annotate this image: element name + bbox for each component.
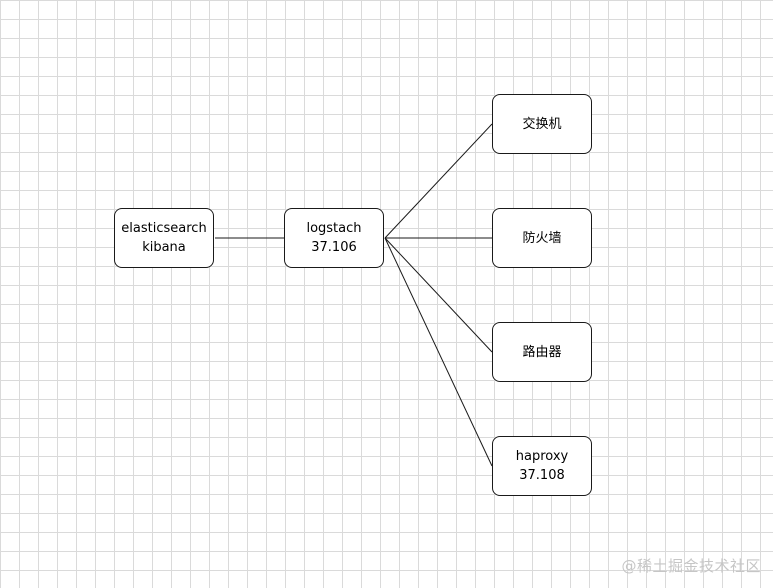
node-router[interactable]: 路由器 [492,322,592,382]
node-label: 防火墙 [522,230,562,246]
node-logstach[interactable]: logstach 37.106 [284,208,384,268]
node-label-line2: 37.108 [519,468,565,483]
edge-logstach-switch [384,123,493,239]
node-label: 交换机 [522,116,562,132]
node-switch[interactable]: 交换机 [492,94,592,154]
watermark-text: @稀土掘金技术社区 [621,557,761,575]
node-elasticsearch-kibana[interactable]: elasticsearch kibana [114,208,214,268]
node-firewall[interactable]: 防火墙 [492,208,592,268]
edge-logstach-router [384,237,493,353]
node-label-line1: elasticsearch [121,221,207,236]
node-label-line1: logstach [306,221,362,236]
node-label-line2: kibana [142,240,186,255]
edge-logstach-haproxy [384,237,493,467]
node-label-line2: 37.106 [311,240,357,255]
node-label-line1: haproxy [515,449,569,464]
node-label: 路由器 [522,344,562,360]
node-haproxy[interactable]: haproxy 37.108 [492,436,592,496]
